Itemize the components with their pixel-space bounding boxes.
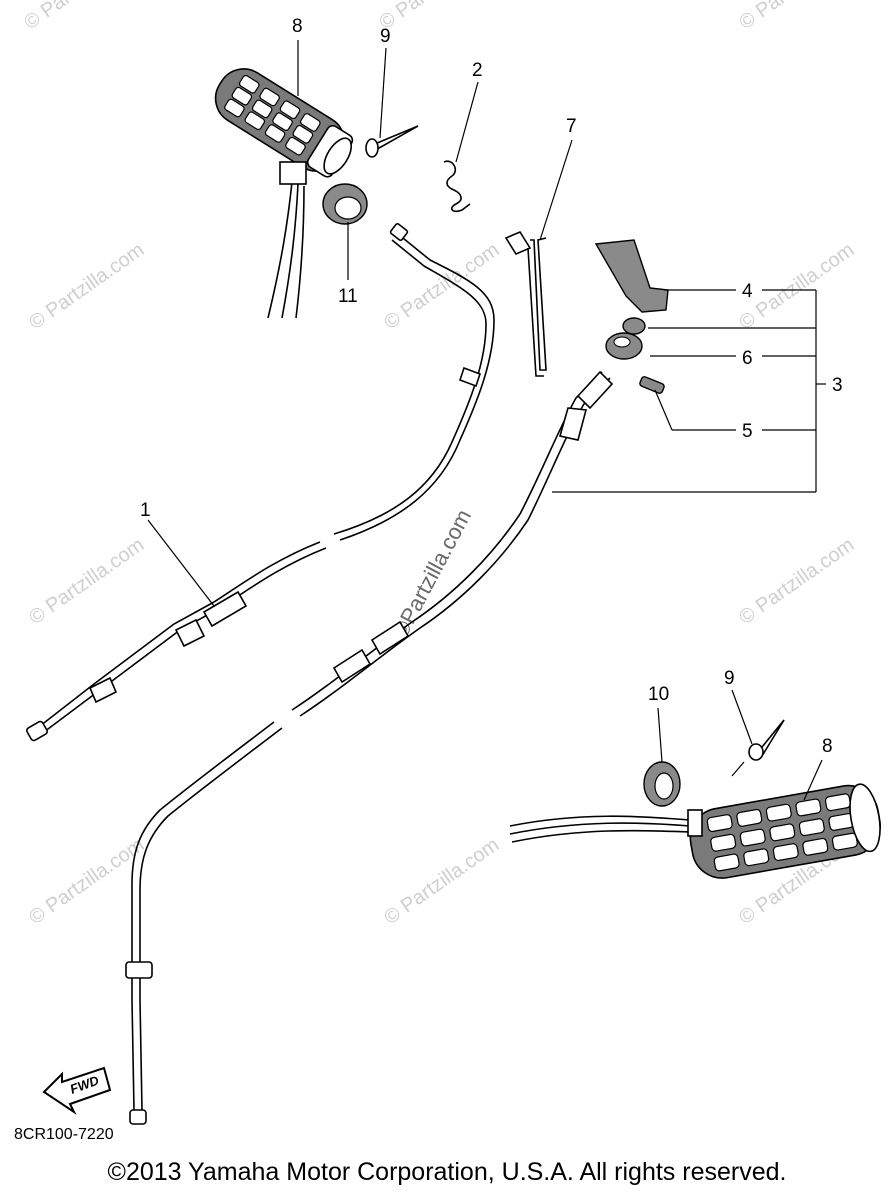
watermark: © Partzilla.com xyxy=(25,834,148,929)
callout-4[interactable]: 4 xyxy=(742,281,753,302)
collar-11[interactable] xyxy=(322,183,368,225)
watermark: © Partzilla.com xyxy=(735,0,858,34)
watermark: © Partzilla.com xyxy=(20,0,143,34)
callout-5[interactable]: 5 xyxy=(742,421,753,442)
diagram-code: 8CR100-7220 xyxy=(14,1126,114,1143)
callout-11[interactable]: 11 xyxy=(338,286,358,307)
pin-5[interactable] xyxy=(639,376,665,394)
leader-lines xyxy=(147,40,826,801)
cable-tie-7[interactable] xyxy=(504,230,547,377)
watermark: © Partzilla.com xyxy=(735,534,858,629)
callouts: 8 9 2 7 11 4 6 3 5 1 10 9 8 xyxy=(140,16,843,757)
clip-2[interactable] xyxy=(443,160,471,213)
callout-2[interactable]: 2 xyxy=(472,60,483,81)
watermark: © Partzilla.com xyxy=(735,239,858,334)
screw-right[interactable] xyxy=(748,719,785,761)
watermark: © Partzilla.com xyxy=(375,0,498,34)
watermark: © Partzilla.com xyxy=(25,239,148,334)
watermark: © Partzilla.com xyxy=(380,834,503,929)
callout-9[interactable]: 9 xyxy=(724,668,735,689)
exploded-parts-diagram: © Partzilla.com © Partzilla.com © Partzi… xyxy=(20,0,885,1125)
screw-top[interactable] xyxy=(365,125,419,158)
callout-9[interactable]: 9 xyxy=(380,26,391,47)
callout-10[interactable]: 10 xyxy=(648,684,669,705)
bracket-4[interactable] xyxy=(594,239,669,313)
watermark: © Partzilla.com xyxy=(380,239,503,334)
callout-6[interactable]: 6 xyxy=(742,348,753,369)
washer[interactable] xyxy=(622,317,646,335)
callout-7[interactable]: 7 xyxy=(566,116,577,137)
callout-8[interactable]: 8 xyxy=(822,736,833,757)
callout-8[interactable]: 8 xyxy=(292,16,303,37)
callout-3[interactable]: 3 xyxy=(832,375,843,396)
fwd-arrow-icon: FWD xyxy=(42,1066,112,1115)
cable-3[interactable] xyxy=(125,370,614,1125)
copyright-notice: ©2013 Yamaha Motor Corporation, U.S.A. A… xyxy=(107,1158,787,1186)
cable-1[interactable] xyxy=(26,222,495,742)
collar-10[interactable] xyxy=(643,761,681,807)
grip-left[interactable] xyxy=(206,59,361,319)
grip-right[interactable] xyxy=(509,781,885,883)
callout-1[interactable]: 1 xyxy=(140,500,151,521)
watermark: © Partzilla.com xyxy=(25,534,148,629)
